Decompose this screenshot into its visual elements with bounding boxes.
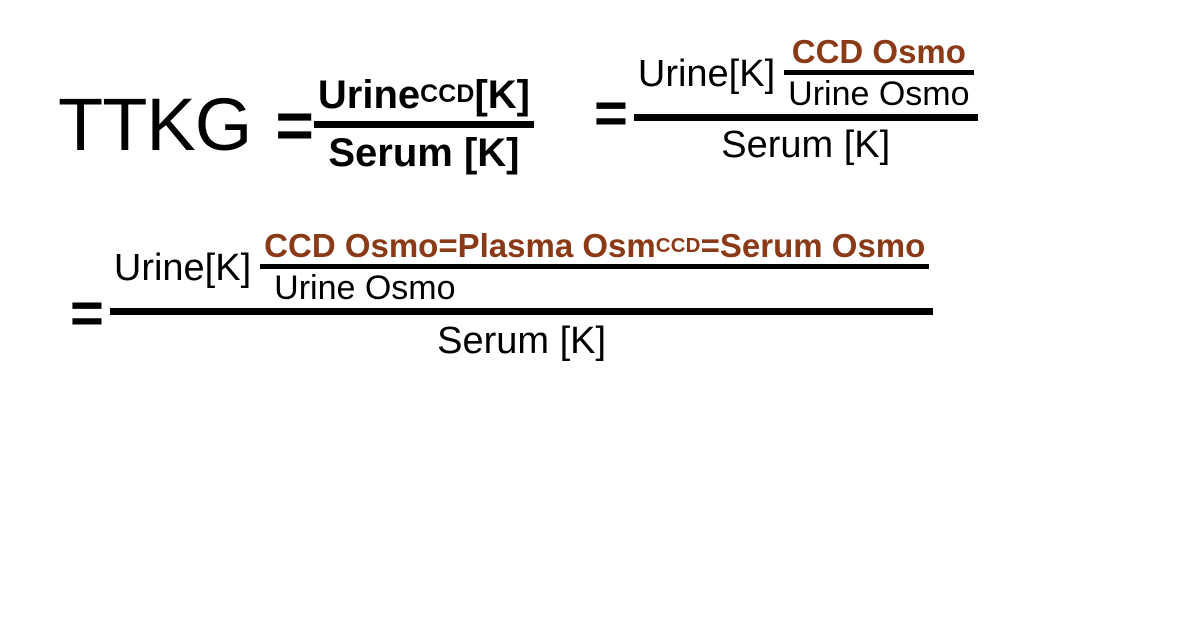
- identity-part-2: =Serum Osmo: [700, 227, 926, 264]
- identity-part-1: CCD Osmo=Plasma Osm: [264, 227, 656, 264]
- outer-denominator-2: Serum [K]: [721, 124, 891, 167]
- numerator-product-2: Urine[K] CCD Osmo Urine Osmo: [637, 33, 974, 113]
- inner-fraction-ccd-over-urine-osmo: CCD Osmo Urine Osmo: [784, 33, 974, 113]
- outer-numerator-2: Urine[K] CCD Osmo Urine Osmo: [634, 33, 978, 114]
- outer-fraction-bar-3: [109, 308, 934, 316]
- ttkg-label: TTKG: [58, 82, 252, 166]
- expression-ttkg-expanded: = Urine[K] CCD Osmo Urine Osmo Serum [K]: [594, 33, 978, 167]
- inner-denominator-urine-osmo-3: Urine Osmo: [274, 268, 456, 307]
- urine-k-label-2: Urine[K]: [637, 52, 776, 95]
- outer-fraction-2: Urine[K] CCD Osmo Urine Osmo Serum [K]: [633, 33, 978, 167]
- inner-fraction-bar-3: [260, 263, 930, 269]
- identity-subscript-ccd: CCD: [655, 233, 701, 257]
- inner-numerator-ccd-osmo: CCD Osmo: [791, 33, 966, 70]
- outer-denominator-3: Serum [K]: [437, 320, 607, 363]
- equals-sign-2: =: [594, 81, 628, 147]
- numerator-main-text: Urine: [317, 73, 421, 117]
- numerator-bracket-k: [K]: [474, 73, 530, 117]
- inner-denominator-urine-osmo: Urine Osmo: [788, 74, 970, 113]
- outer-fraction-bar-2: [633, 114, 978, 122]
- equals-sign-3: =: [70, 281, 104, 347]
- fraction-denominator: Serum [K]: [328, 131, 520, 176]
- equals-sign-1: =: [275, 87, 314, 162]
- urine-k-label-3: Urine[K]: [113, 246, 252, 289]
- fraction-bar: [313, 121, 534, 129]
- inner-fraction-bar-2: [784, 69, 974, 75]
- numerator-subscript-ccd: CCD: [420, 81, 475, 109]
